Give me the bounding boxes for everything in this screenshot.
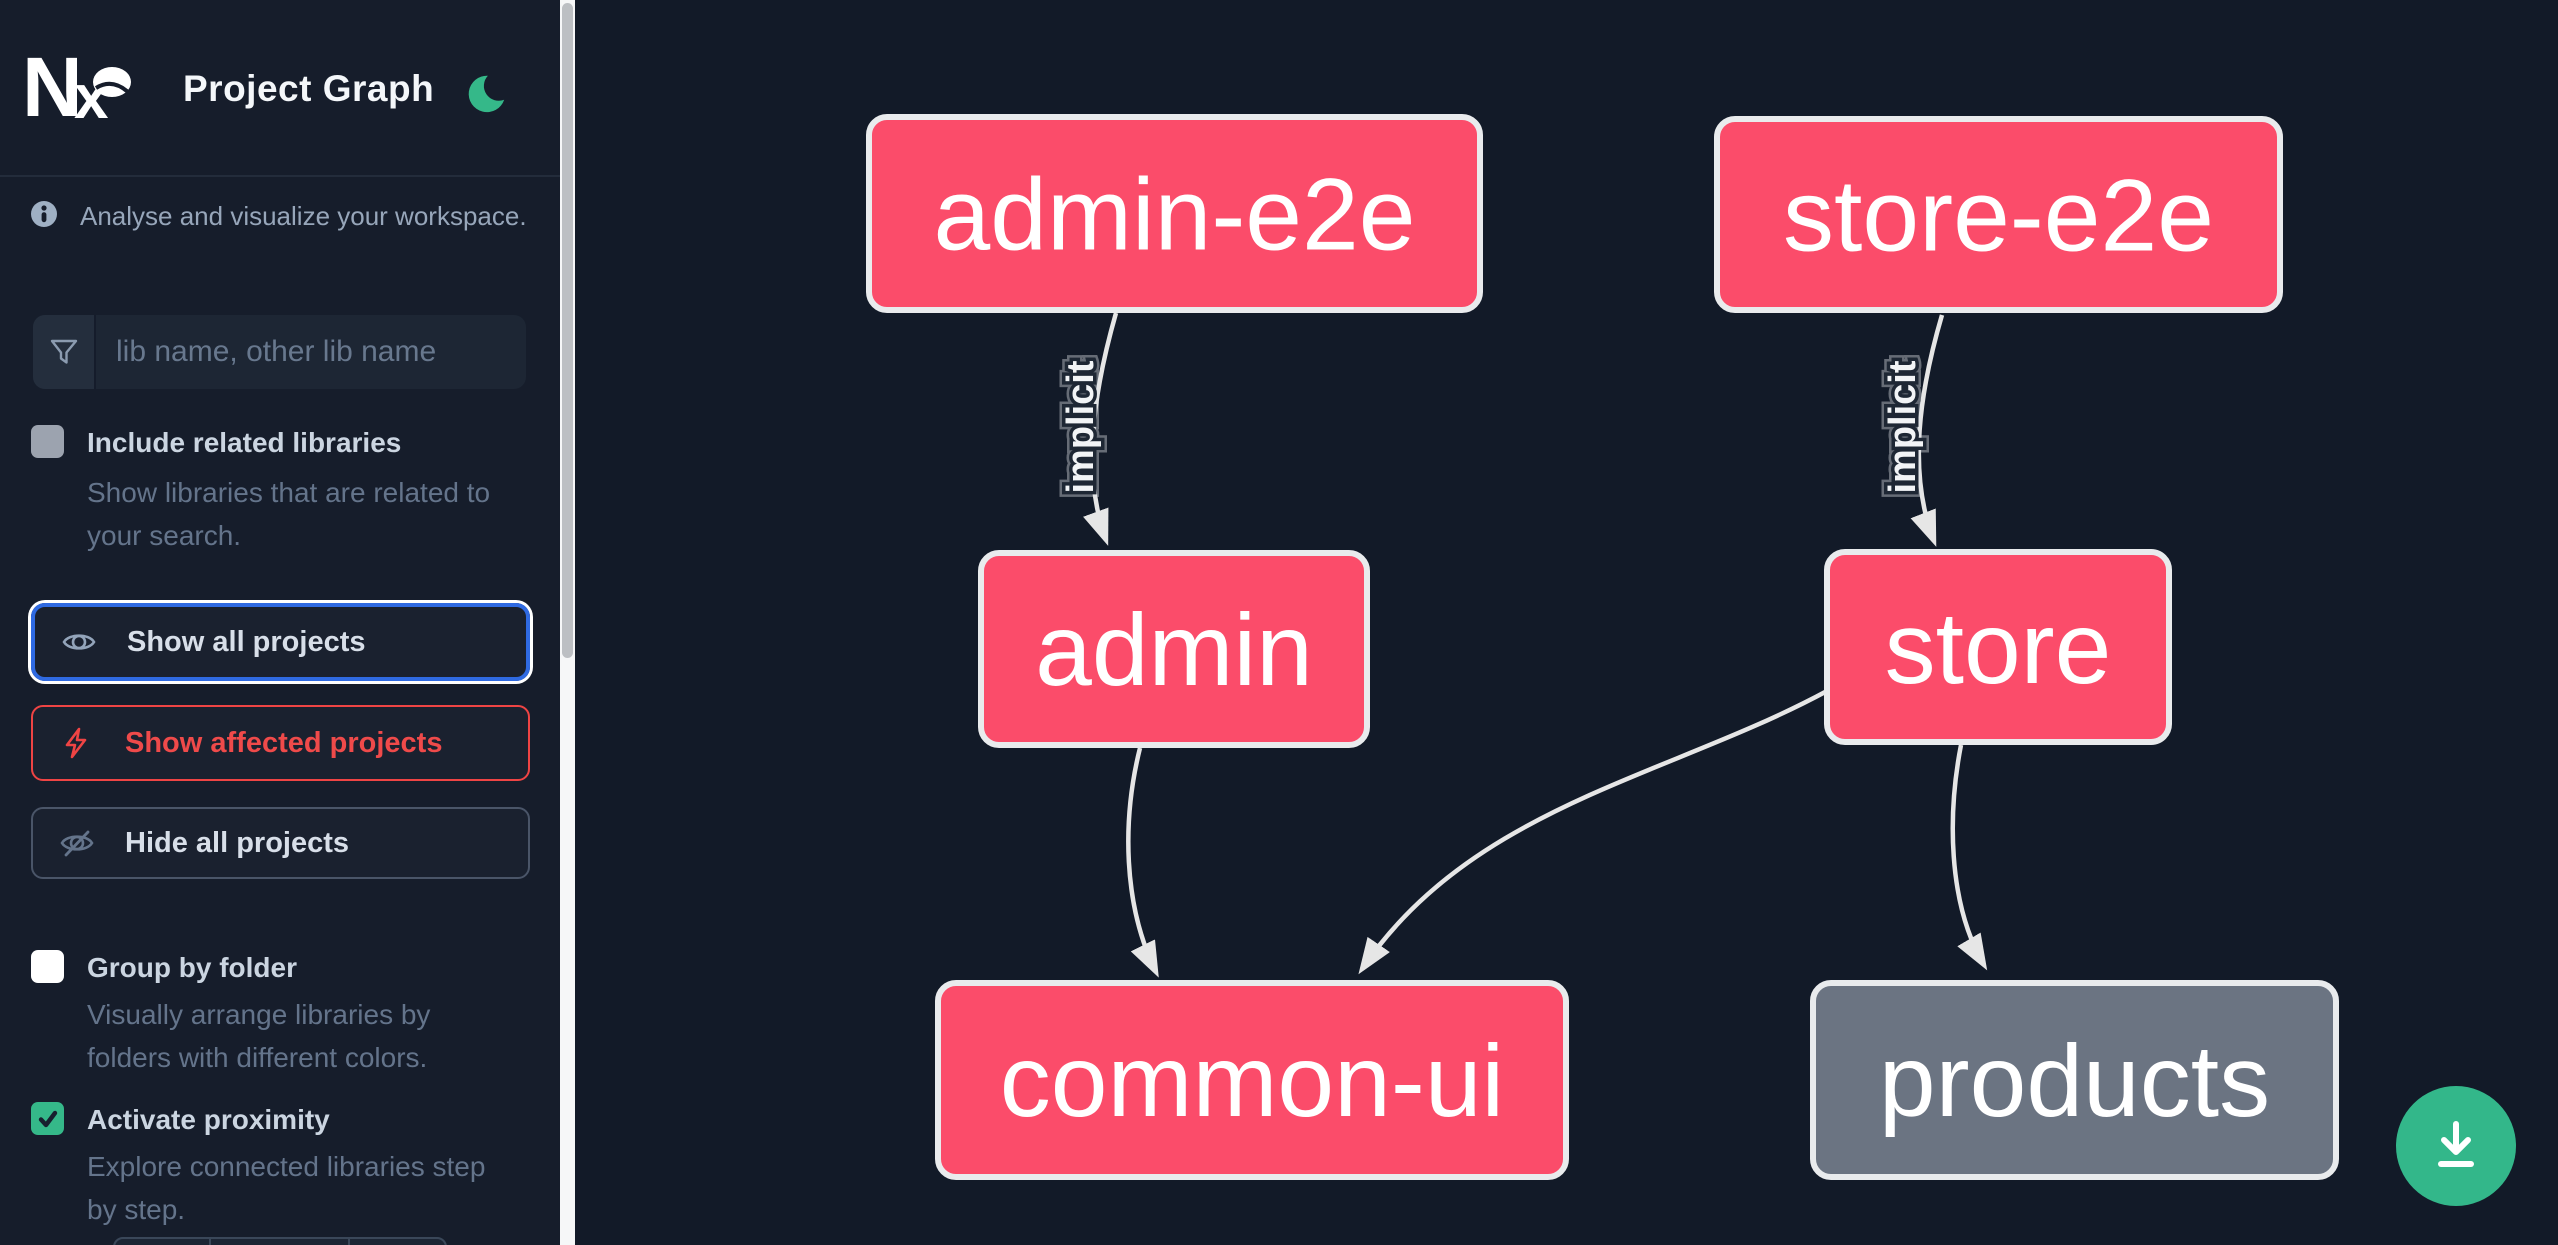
graph-canvas[interactable]: admin-e2e store-e2e admin store common-ui pro… xyxy=(575,0,2558,1245)
node-label-store: store xyxy=(1885,591,2112,705)
hide-all-projects-button[interactable]: Hide all projects xyxy=(31,807,530,879)
group-by-folder-checkbox[interactable] xyxy=(31,950,64,983)
sidebar-scrollbar-track[interactable] xyxy=(560,0,575,1245)
eye-icon xyxy=(62,634,96,650)
activate-proximity-checkbox[interactable] xyxy=(31,1102,64,1135)
node-label-common-ui: common-ui xyxy=(1000,1024,1504,1138)
project-graph-svg: admin-e2e store-e2e admin store common-ui pro… xyxy=(866,114,2339,1180)
sidebar-scrollbar-thumb[interactable] xyxy=(562,3,573,658)
edge-admin-to-common-ui xyxy=(1126,747,1159,978)
toggle-label[interactable]: Activate proximity xyxy=(87,1104,330,1135)
show-affected-projects-button[interactable]: Show affected projects xyxy=(31,705,530,781)
node-rect-common-ui[interactable] xyxy=(935,980,1569,1180)
node-rect-admin[interactable] xyxy=(978,550,1370,748)
funnel-icon xyxy=(50,339,77,364)
show-all-projects-button[interactable]: Show all projects xyxy=(31,603,530,681)
edge-admin-e2e-to-admin xyxy=(1083,312,1119,546)
edge-label-text: implicit xyxy=(1882,360,1924,493)
graph-node-common-ui[interactable]: common-ui xyxy=(935,980,1569,1180)
intro-text: Analyse and visualize your workspace. xyxy=(80,201,527,231)
header-divider xyxy=(0,175,560,177)
node-rect-products[interactable] xyxy=(1810,980,2339,1180)
stepper-value xyxy=(211,1239,350,1245)
svg-text:N: N xyxy=(26,52,83,122)
button-label: Show affected projects xyxy=(125,726,443,759)
include-related-checkbox[interactable] xyxy=(31,425,64,458)
download-image-button[interactable] xyxy=(2396,1086,2516,1206)
edge-label-text: implicit xyxy=(1882,360,1924,493)
eye-off-icon xyxy=(60,830,94,857)
dark-mode-moon-icon[interactable] xyxy=(462,70,508,116)
check-icon xyxy=(38,1110,57,1127)
node-label-admin-e2e: admin-e2e xyxy=(934,158,1416,272)
sidebar: N x Project Graph Analyse and visualize … xyxy=(0,0,560,1245)
toggle-label[interactable]: Group by folder xyxy=(87,952,297,983)
filter-icon-cell xyxy=(33,315,96,389)
toggle-label[interactable]: Include related libraries xyxy=(87,427,402,458)
toggle-desc-line: Show libraries that are related to xyxy=(87,477,491,508)
graph-node-store-e2e[interactable]: store-e2e xyxy=(1714,116,2283,313)
filter-input[interactable] xyxy=(96,315,526,389)
toggle-desc-line: Explore connected libraries step xyxy=(87,1151,486,1182)
nx-logo: N x xyxy=(26,52,131,122)
toggle-desc-line: your search. xyxy=(87,520,242,551)
graph-node-products[interactable]: products xyxy=(1810,980,2339,1180)
button-label: Show all projects xyxy=(127,625,366,658)
proximity-depth-stepper[interactable] xyxy=(113,1237,447,1245)
edge-label-text: implicit xyxy=(1060,360,1102,493)
stepper-decrement[interactable] xyxy=(115,1239,211,1245)
edge-label-text: implicit xyxy=(1060,360,1102,493)
node-label-admin: admin xyxy=(1035,593,1313,707)
page-title: Project Graph xyxy=(183,68,435,109)
graph-node-admin[interactable]: admin xyxy=(978,550,1370,748)
edge-label-text: implicit xyxy=(1060,360,1102,493)
edge-label-text: implicit xyxy=(1882,360,1924,493)
info-icon xyxy=(31,201,57,227)
node-label-store-e2e: store-e2e xyxy=(1783,159,2214,273)
graph-node-admin-e2e[interactable]: admin-e2e xyxy=(866,114,1483,313)
toggle-desc-line: folders with different colors. xyxy=(87,1042,428,1073)
node-rect-admin-e2e[interactable] xyxy=(866,114,1483,313)
filter-box xyxy=(33,315,526,389)
button-label: Hide all projects xyxy=(125,826,350,859)
graph-node-store[interactable]: store xyxy=(1824,549,2172,745)
edge-store-to-products xyxy=(1950,744,1988,971)
download-icon xyxy=(2438,1121,2474,1167)
toggle-desc-line: Visually arrange libraries by xyxy=(87,999,431,1030)
toggle-desc-line: by step. xyxy=(87,1194,186,1225)
node-label-products: products xyxy=(1879,1024,2270,1138)
bolt-icon xyxy=(65,727,87,759)
node-rect-store-e2e[interactable] xyxy=(1714,116,2283,313)
edge-store-e2e-to-store xyxy=(1910,314,1945,547)
intro-row: Analyse and visualize your workspace. xyxy=(30,200,527,232)
edge-store-to-common-ui xyxy=(1358,689,1829,975)
node-rect-store[interactable] xyxy=(1824,549,2172,745)
